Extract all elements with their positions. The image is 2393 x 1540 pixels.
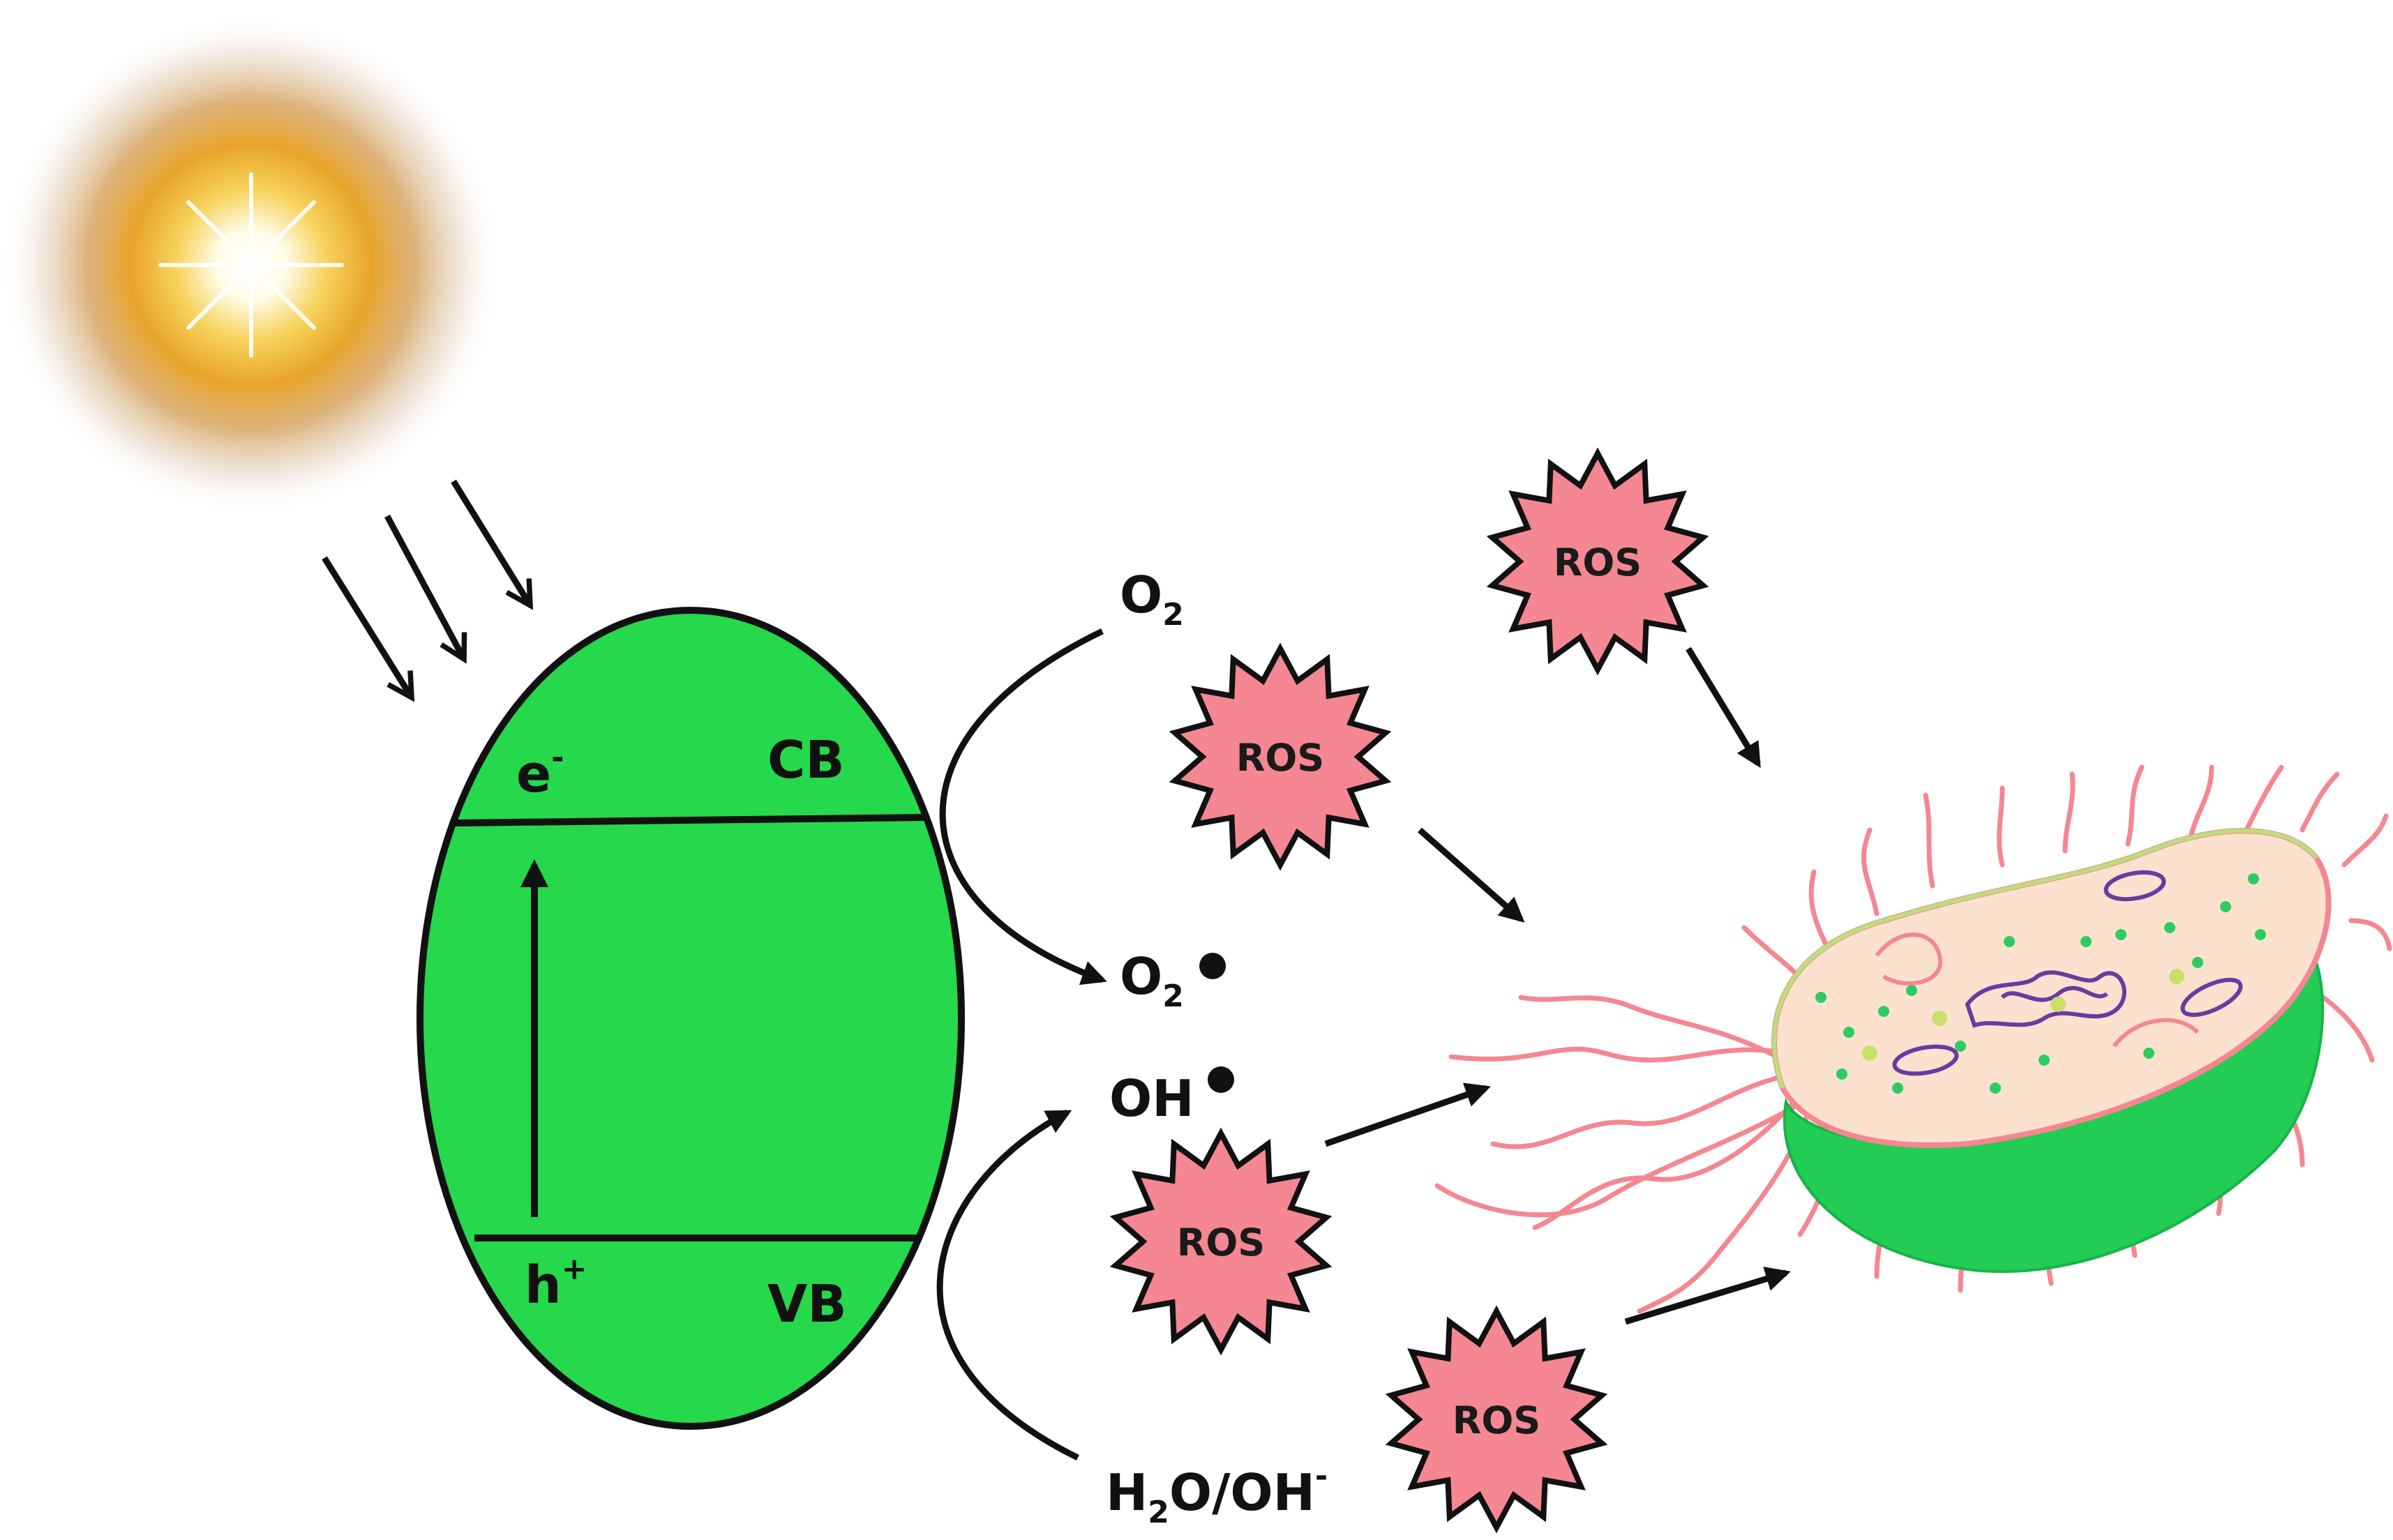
ribosome-folds — [1875, 933, 2200, 1048]
ros-label: ROS — [1453, 1398, 1540, 1442]
oxidation-arrow — [936, 1110, 1079, 1461]
sun-icon — [0, 14, 502, 516]
ros-label: ROS — [1554, 541, 1642, 584]
light-ray-arrow — [451, 479, 530, 605]
water-hydroxide-label: H2O/OH- — [1106, 1458, 1328, 1530]
superoxide-radical-label: O2 — [1120, 947, 1226, 1014]
ros-attack-arrow — [1686, 647, 1761, 769]
radical-dot — [1208, 1066, 1234, 1093]
photocatalyst-particle: CB VB e- h+ — [417, 607, 965, 1430]
ros-attack-arrow — [1624, 1267, 1791, 1325]
light-ray-arrow — [384, 514, 464, 659]
reduction-arrow — [939, 628, 1107, 986]
ros-burst-1: ROS — [1486, 447, 1709, 676]
svg-text:OH: OH — [1109, 1069, 1194, 1128]
bacterium-icon — [1434, 764, 2392, 1314]
ros-burst-4: ROS — [1385, 1305, 1608, 1534]
ros-burst-2: ROS — [1169, 642, 1392, 871]
ros-burst-3: ROS — [1109, 1127, 1333, 1356]
outer-membrane-edge — [1772, 829, 2318, 1089]
light-ray-arrow — [322, 556, 412, 697]
ros-label: ROS — [1236, 736, 1324, 780]
hydroxyl-radical-label: OH — [1109, 1066, 1234, 1128]
svg-text:O2: O2 — [1120, 947, 1184, 1014]
vb-label: VB — [767, 1274, 847, 1334]
conduction-band-line — [454, 814, 925, 826]
ros-burst-icon — [1385, 1305, 1608, 1534]
ribosomes — [1815, 873, 2266, 1094]
organelles — [1892, 870, 2243, 1076]
radical-dot — [1199, 953, 1226, 979]
ros-burst-icon — [1169, 642, 1392, 871]
ros-attack-arrow — [1324, 1082, 1491, 1147]
granules — [1862, 969, 2184, 1061]
flagella — [1434, 995, 1810, 1314]
oxygen-label: O2 — [1120, 566, 1184, 633]
ros-burst-icon — [1109, 1127, 1333, 1356]
hole-label: h+ — [525, 1251, 587, 1315]
ros-attack-arrow — [1418, 827, 1525, 923]
light-rays — [322, 479, 530, 697]
electron-label: e- — [516, 740, 564, 804]
ros-label: ROS — [1177, 1221, 1265, 1265]
ros-burst-icon — [1486, 447, 1709, 676]
cb-label: CB — [767, 730, 845, 790]
